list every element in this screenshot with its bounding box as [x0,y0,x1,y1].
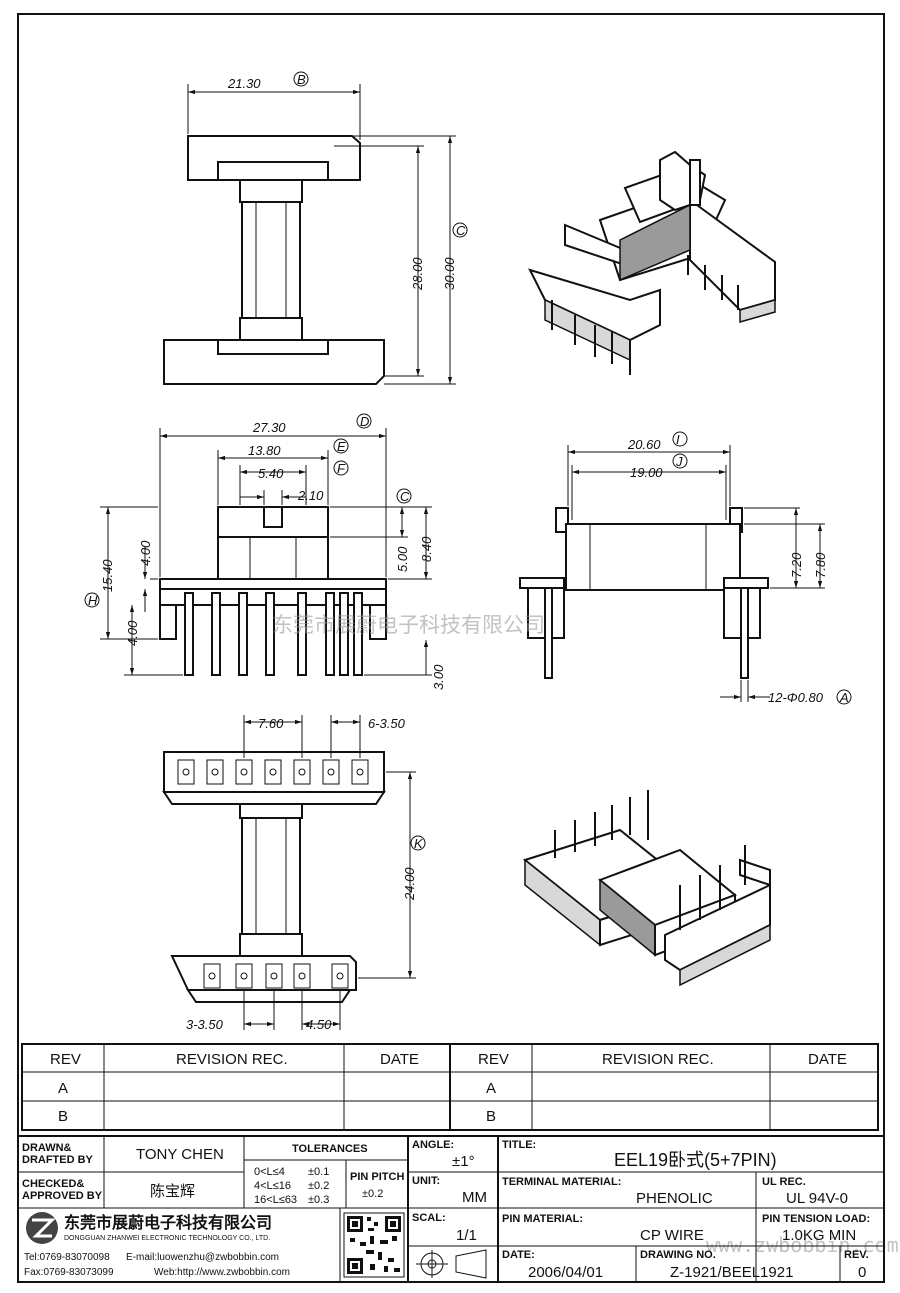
company-logo [26,1212,58,1244]
dim-label: 27.30 [252,420,286,435]
rev-cell: A [486,1080,496,1097]
dim-label: 20.60 [627,437,661,452]
view-iso-2 [522,790,771,987]
angle-label: ANGLE: [412,1139,454,1151]
pin-pitch-value: ±0.2 [362,1188,383,1200]
projection-symbol [416,1249,487,1279]
rev-cell: B [486,1108,496,1125]
terminal-label: TERMINAL MATERIAL: [502,1176,621,1188]
marker-label: C [456,223,466,238]
tol-value: ±0.3 [308,1194,329,1206]
tension-label: PIN TENSION LOAD: [762,1213,870,1225]
marker-label: B [297,72,306,87]
date-label: DATE: [502,1249,535,1261]
scale-label: SCAL: [412,1212,446,1224]
rev-cell: B [58,1108,68,1125]
dim-label: 30.00 [442,257,457,290]
marker-label: I [676,432,680,447]
tension-value: 1.0KG MIN [782,1227,856,1244]
pin-material-value: CP WIRE [640,1227,704,1244]
date-value: 2006/04/01 [528,1264,603,1281]
drawn-value: TONY CHEN [136,1146,224,1163]
marker-label: H [88,593,98,608]
dim-label: 3.00 [431,664,446,690]
scale-value: 1/1 [456,1227,477,1244]
unit-value: MM [462,1189,487,1206]
dim-label: 8.40 [419,536,434,562]
dim-label: 7.20 [789,552,804,578]
revision-table: REV REVISION REC. DATE REV REVISION REC.… [21,1043,879,1131]
company-name-cn: 东莞市展蔚电子科技有限公司 [64,1213,272,1232]
dim-label: 5.00 [395,546,410,572]
ul-label: UL REC. [762,1176,806,1188]
view-iso-1 [528,150,776,375]
marker-label: J [675,454,683,469]
dim-label: 13.80 [248,443,281,458]
dim-label: 15.40 [100,559,115,592]
watermark-text: 东莞市展蔚电子科技有限公司 [272,613,545,637]
marker-label: D [360,414,369,429]
qr-code [343,1212,405,1278]
dim-label: 19.00 [630,465,663,480]
dim-label: 4.00 [138,540,153,566]
dim-label: 4.50 [306,1017,332,1032]
title-value: EEL19卧式(5+7PIN) [614,1150,777,1170]
dim-label: 7.80 [813,552,828,578]
ul-value: UL 94V-0 [786,1190,848,1207]
company-name-en: DONGGUAN ZHANWEI ELECTRONIC TECHNOLOGY C… [64,1235,270,1242]
dim-label: 7.60 [258,716,284,731]
rev-header: REV [50,1051,81,1068]
checked-value: 陈宝辉 [150,1182,195,1200]
dim-label: 3-3.50 [186,1017,224,1032]
rev-cell: A [58,1080,68,1097]
watermark-url: www.zwbobbin.com [706,1233,899,1257]
drawing-no-label: DRAWING NO. [640,1249,716,1261]
view-front: 27.30 D 13.80 E 5.40 F 2.10 C 4.00 15.40… [84,413,446,690]
pin-material-label: PIN MATERIAL: [502,1213,583,1225]
company-email: E-mail:luowenzhu@zwbobbin.com [126,1252,279,1263]
rev-header: DATE [380,1051,419,1068]
title-block: DRAWN&DRAFTED BY TONY CHEN CHECKED&APPRO… [17,1135,885,1283]
view-top: 21.30 B 28.00 30.00 C [163,71,468,385]
dim-label: 24.00 [402,867,417,901]
marker-label: C [400,489,410,504]
dim-label: 4.00 [125,620,140,646]
tol-range: 0<L≤4 [254,1166,285,1178]
rev-header: DATE [808,1051,847,1068]
marker-label: E [337,439,346,454]
dim-label: 6-3.50 [368,716,406,731]
tol-value: ±0.2 [308,1180,329,1192]
checked-label: CHECKED&APPROVED BY [22,1178,103,1202]
rev-header: REV [478,1051,509,1068]
dim-label: 12-Φ0.80 [768,690,824,705]
terminal-value: PHENOLIC [636,1190,713,1207]
company-tel: Tel:0769-83070098 [24,1252,110,1263]
dim-label: 28.00 [410,257,425,291]
title-label: TITLE: [502,1139,536,1151]
angle-value: ±1° [452,1153,475,1170]
tol-range: 4<L≤16 [254,1180,291,1192]
rev-value: 0 [858,1264,866,1281]
tol-value: ±0.1 [308,1166,329,1178]
view-bottom: 7.60 6-3.50 24.00 K 3-3.50 4.50 [162,715,426,1032]
marker-label: F [337,461,346,476]
rev-label: REV. [844,1249,869,1261]
view-side: 20.60 I 19.00 J 7.20 7.80 12-Φ0.80 A [519,431,852,705]
tol-range: 16<L≤63 [254,1194,297,1206]
dim-label: 2.10 [297,488,324,503]
pin-pitch-label: PIN PITCH [350,1171,404,1183]
drawing-no-value: Z-1921/BEEL1921 [670,1264,793,1281]
marker-label: K [414,836,424,851]
company-web: Web:http://www.zwbobbin.com [154,1267,290,1278]
dim-label: 21.30 [227,76,261,91]
drawn-label: DRAWN&DRAFTED BY [22,1142,94,1166]
marker-label: A [839,690,849,705]
unit-label: UNIT: [412,1175,440,1187]
rev-header: REVISION REC. [176,1051,288,1068]
rev-header: REVISION REC. [602,1051,714,1068]
tolerances-label: TOLERANCES [292,1143,368,1155]
dim-label: 5.40 [258,466,284,481]
company-fax: Fax:0769-83073099 [24,1267,114,1278]
